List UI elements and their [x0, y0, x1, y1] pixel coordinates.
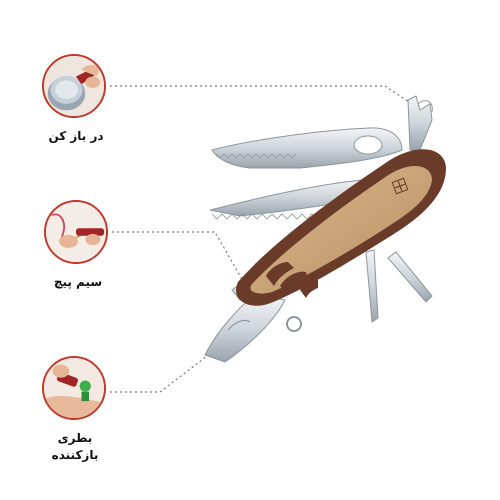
knife-handle: [236, 149, 446, 306]
can-opener-icon: [44, 56, 104, 116]
bottle-opener-label: بطری بازکننده: [51, 431, 99, 462]
leader-line-bottle-opener: [110, 349, 216, 393]
can-opener-circle: [42, 54, 106, 118]
leader-line-can-opener: [110, 85, 413, 105]
can-opener-label: در باز کن: [48, 129, 104, 143]
bottle-opener-icon: [44, 358, 104, 418]
small-tools: [365, 249, 433, 323]
bottle-opener-circle: [42, 356, 106, 420]
serrated-blade: [211, 127, 403, 169]
wire-stripper-icon: [46, 202, 106, 262]
top-opener-tools: [407, 95, 433, 151]
wire-stripper-label: سیم پیچ: [53, 275, 103, 289]
wire-stripper-circle: [44, 200, 108, 264]
leader-line-wire-stripper: [112, 231, 248, 289]
key-ring: [286, 316, 302, 332]
